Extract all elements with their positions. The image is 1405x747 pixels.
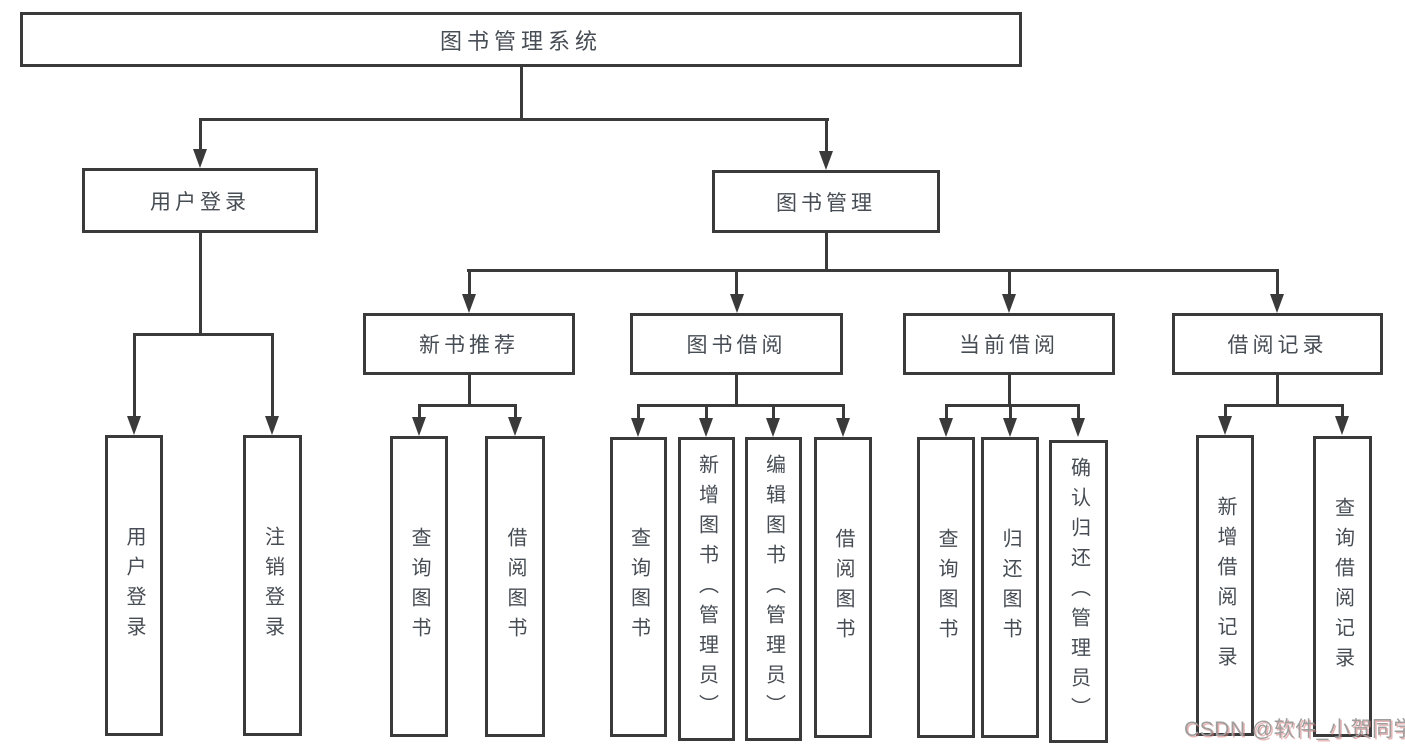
connector-line bbox=[1224, 404, 1343, 407]
connector-line bbox=[1341, 404, 1344, 418]
node-current-borrowing: 当前借阅 bbox=[903, 313, 1115, 375]
leaf-edit-book-admin: 编辑图书（管理员） bbox=[745, 437, 802, 741]
connector-line bbox=[945, 404, 948, 419]
node-label: 用户登录 bbox=[123, 525, 145, 646]
leaf-borrow-books-recommend: 借阅图书 bbox=[485, 436, 545, 737]
node-label: 借阅记录 bbox=[1227, 334, 1328, 357]
arrowhead-icon bbox=[127, 416, 141, 435]
leaf-confirm-return-admin: 确认归还（管理员） bbox=[1049, 440, 1108, 743]
connector-line bbox=[271, 333, 274, 417]
connector-line bbox=[418, 404, 517, 407]
leaf-add-book-admin: 新增图书（管理员） bbox=[678, 437, 735, 741]
connector-line bbox=[199, 118, 829, 121]
leaf-user-login: 用户登录 bbox=[105, 435, 163, 736]
arrowhead-icon bbox=[1003, 418, 1017, 437]
arrowhead-icon bbox=[1335, 416, 1349, 435]
connector-line bbox=[133, 333, 136, 417]
node-borrowing-records: 借阅记录 bbox=[1172, 313, 1383, 375]
connector-line bbox=[418, 404, 421, 418]
connector-line bbox=[825, 118, 828, 153]
node-label: 编辑图书（管理员） bbox=[762, 454, 785, 724]
arrowhead-icon bbox=[836, 418, 850, 437]
connector-line bbox=[199, 118, 202, 151]
arrowhead-icon bbox=[1071, 418, 1085, 437]
node-label: 注销登录 bbox=[261, 525, 284, 646]
node-label: 查询图书 bbox=[408, 526, 430, 647]
node-label: 查询图书 bbox=[935, 527, 957, 648]
node-label: 当前借阅 bbox=[959, 334, 1059, 357]
connector-line bbox=[514, 404, 517, 418]
arrowhead-icon bbox=[265, 416, 279, 435]
arrowhead-icon bbox=[730, 294, 744, 313]
connector-line bbox=[1276, 375, 1279, 406]
connector-line bbox=[1276, 269, 1279, 295]
node-label: 借阅图书 bbox=[832, 527, 854, 648]
node-label: 查询图书 bbox=[627, 527, 650, 647]
node-user-login: 用户登录 bbox=[82, 168, 318, 233]
node-label: 图书管理 bbox=[776, 191, 876, 215]
leaf-query-books-recommend: 查询图书 bbox=[390, 436, 448, 737]
connector-line bbox=[637, 404, 640, 419]
leaf-return-book: 归还图书 bbox=[981, 437, 1039, 738]
connector-line bbox=[520, 67, 523, 118]
arrowhead-icon bbox=[766, 418, 780, 437]
node-book-borrowing: 图书借阅 bbox=[630, 313, 843, 375]
connector-line bbox=[735, 375, 738, 406]
arrowhead-icon bbox=[1002, 294, 1016, 313]
connector-line bbox=[772, 404, 775, 419]
node-library-management-system: 图书管理系统 bbox=[20, 12, 1022, 67]
node-label: 借阅图书 bbox=[504, 526, 526, 647]
arrowhead-icon bbox=[631, 418, 645, 437]
connector-line bbox=[1009, 404, 1012, 419]
leaf-query-books-current: 查询图书 bbox=[917, 437, 975, 738]
connector-line bbox=[468, 269, 471, 295]
arrowhead-icon bbox=[462, 294, 476, 313]
node-new-book-recommendation: 新书推荐 bbox=[363, 313, 575, 375]
connector-line bbox=[1224, 404, 1227, 418]
arrowhead-icon bbox=[819, 151, 833, 170]
arrowhead-icon bbox=[193, 149, 207, 168]
connector-line bbox=[945, 404, 1079, 407]
node-label: 图书管理系统 bbox=[439, 28, 602, 54]
leaf-logout: 注销登录 bbox=[243, 435, 302, 736]
connector-line bbox=[467, 269, 1279, 272]
leaf-query-borrow-record: 查询借阅记录 bbox=[1313, 436, 1372, 737]
connector-line bbox=[637, 404, 844, 407]
node-label: 新书推荐 bbox=[419, 334, 519, 357]
node-book-management: 图书管理 bbox=[712, 170, 940, 233]
connector-line bbox=[1077, 404, 1080, 419]
connector-line bbox=[825, 233, 828, 271]
watermark: CSDN @软件_小贺同学 bbox=[1184, 718, 1405, 741]
leaf-query-books-borrowing: 查询图书 bbox=[610, 437, 667, 737]
node-label: 图书借阅 bbox=[686, 334, 787, 357]
connector-line bbox=[199, 233, 202, 335]
node-label: 归还图书 bbox=[999, 527, 1021, 648]
arrowhead-icon bbox=[939, 418, 953, 437]
leaf-borrow-books-borrowing: 借阅图书 bbox=[814, 437, 872, 738]
arrowhead-icon bbox=[1270, 294, 1284, 313]
leaf-add-borrow-record: 新增借阅记录 bbox=[1196, 435, 1254, 736]
connector-line bbox=[1008, 375, 1011, 406]
arrowhead-icon bbox=[1218, 416, 1232, 435]
connector-line bbox=[705, 404, 708, 419]
arrowhead-icon bbox=[699, 418, 713, 437]
connector-line bbox=[133, 333, 273, 336]
connector-line bbox=[1008, 269, 1011, 295]
arrowhead-icon bbox=[508, 417, 522, 436]
connector-line bbox=[735, 269, 738, 295]
node-label: 新增借阅记录 bbox=[1214, 495, 1236, 676]
arrowhead-icon bbox=[412, 417, 426, 436]
connector-line bbox=[842, 404, 845, 419]
connector-line bbox=[468, 375, 471, 406]
node-label: 新增图书（管理员） bbox=[695, 454, 718, 724]
node-label: 确认归还（管理员） bbox=[1067, 456, 1090, 727]
node-label: 查询借阅记录 bbox=[1331, 496, 1354, 677]
node-label: 用户登录 bbox=[150, 190, 250, 214]
